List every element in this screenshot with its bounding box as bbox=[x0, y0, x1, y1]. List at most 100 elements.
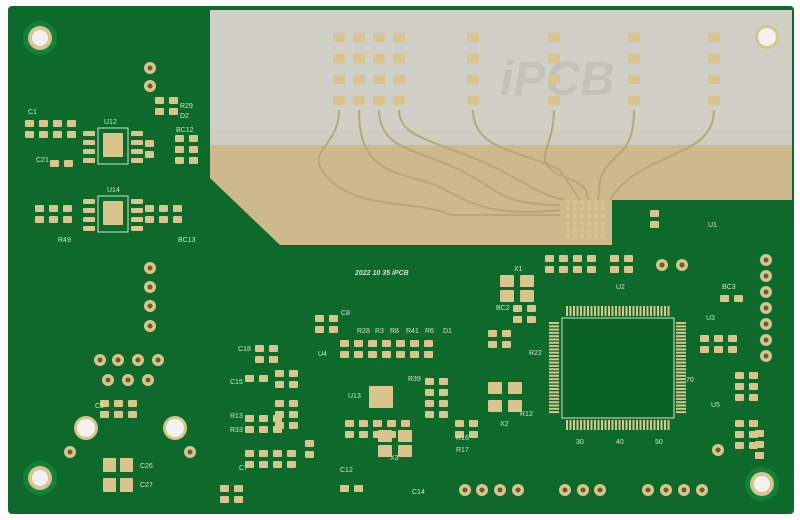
qfp-pin bbox=[632, 306, 635, 316]
qfp-pin bbox=[549, 361, 559, 364]
label-c21: C21 bbox=[36, 157, 49, 164]
label-c18: C18 bbox=[238, 346, 251, 353]
pad bbox=[145, 205, 154, 212]
via-hole bbox=[155, 357, 161, 363]
pad bbox=[488, 382, 502, 394]
pad bbox=[269, 356, 278, 363]
label-r22: R22 bbox=[529, 350, 542, 357]
pad bbox=[728, 335, 737, 342]
bga-ball bbox=[586, 227, 592, 233]
qfp-pin bbox=[604, 420, 607, 430]
via-hole bbox=[763, 321, 769, 327]
pad bbox=[755, 452, 764, 459]
pad bbox=[340, 485, 349, 492]
pad bbox=[220, 496, 229, 503]
pad bbox=[378, 430, 392, 442]
mounting-hole bbox=[754, 476, 770, 492]
pad bbox=[469, 420, 478, 427]
pad bbox=[628, 33, 640, 42]
pad bbox=[273, 461, 282, 468]
pad bbox=[425, 378, 434, 385]
pad bbox=[424, 351, 433, 358]
pad bbox=[548, 54, 560, 63]
pad bbox=[255, 356, 264, 363]
qfp-pin bbox=[611, 306, 614, 316]
pad bbox=[708, 75, 720, 84]
qfp-pin bbox=[636, 420, 638, 430]
pad bbox=[145, 216, 154, 223]
mounting-hole bbox=[32, 30, 48, 46]
qfp-pin bbox=[576, 306, 579, 316]
pad bbox=[393, 54, 405, 63]
pad bbox=[155, 108, 164, 115]
pad bbox=[548, 96, 560, 105]
pad bbox=[545, 255, 554, 262]
trace bbox=[609, 109, 715, 201]
label-c3: C3 bbox=[95, 403, 104, 410]
pad bbox=[329, 315, 338, 322]
silkscreen-labels: U12 U14 C1 C21 C26 C27 C7 C8 C15 C18 C14… bbox=[28, 103, 736, 496]
via-hole bbox=[97, 357, 103, 363]
trace bbox=[543, 109, 591, 201]
qfp-pin bbox=[667, 420, 670, 430]
pad bbox=[114, 400, 123, 407]
pad bbox=[749, 420, 758, 427]
qfp-pin bbox=[676, 368, 686, 371]
label-u2: U2 bbox=[616, 284, 625, 291]
qfp-pin bbox=[580, 306, 582, 316]
pad bbox=[749, 372, 758, 379]
pad bbox=[114, 411, 123, 418]
pad bbox=[439, 400, 448, 407]
via-hole bbox=[597, 487, 603, 493]
pad bbox=[502, 341, 511, 348]
pad bbox=[49, 205, 58, 212]
pad bbox=[734, 295, 743, 302]
pad bbox=[131, 208, 143, 213]
pad bbox=[439, 411, 448, 418]
trace bbox=[597, 109, 635, 201]
qfp-pin bbox=[657, 420, 659, 430]
pad bbox=[169, 97, 178, 104]
qfp-pin bbox=[629, 306, 631, 316]
via-hole bbox=[187, 449, 193, 455]
pad bbox=[735, 394, 744, 401]
qfp-pin bbox=[587, 306, 589, 316]
qfp-pin bbox=[676, 328, 686, 331]
rf-traces bbox=[317, 109, 715, 216]
label-r33: R33 bbox=[230, 427, 243, 434]
pad bbox=[650, 210, 659, 217]
pad bbox=[159, 216, 168, 223]
pad bbox=[359, 431, 368, 438]
label-bc3: BC3 bbox=[722, 284, 736, 291]
qfp-pin bbox=[549, 388, 559, 390]
pad bbox=[353, 54, 365, 63]
qfp-pin bbox=[569, 306, 572, 316]
qfp-pin bbox=[549, 345, 559, 348]
pad bbox=[545, 266, 554, 273]
pad bbox=[527, 316, 536, 323]
label-r12: R12 bbox=[520, 411, 533, 418]
bga-ball bbox=[565, 220, 571, 226]
qfp-pin bbox=[625, 420, 628, 430]
bga-ball bbox=[579, 199, 585, 205]
pad bbox=[508, 382, 522, 394]
qfp-pin bbox=[650, 306, 652, 316]
pad bbox=[53, 120, 62, 127]
pad bbox=[393, 33, 405, 42]
pad bbox=[373, 420, 382, 427]
bga-ball bbox=[579, 206, 585, 212]
qfp-pin bbox=[549, 348, 559, 351]
label-pin30: 30 bbox=[576, 439, 584, 446]
pad bbox=[382, 340, 391, 347]
pad bbox=[700, 346, 709, 353]
qfp-pin bbox=[594, 306, 596, 316]
qfp-pin bbox=[549, 322, 559, 324]
qfp-pin bbox=[549, 364, 559, 367]
bga-ball bbox=[586, 213, 592, 219]
pad bbox=[373, 33, 385, 42]
pad bbox=[425, 389, 434, 396]
pad bbox=[353, 75, 365, 84]
label-bc2: BC2 bbox=[496, 305, 510, 312]
qfp-pin bbox=[549, 381, 559, 384]
qfp-pin bbox=[676, 401, 686, 404]
